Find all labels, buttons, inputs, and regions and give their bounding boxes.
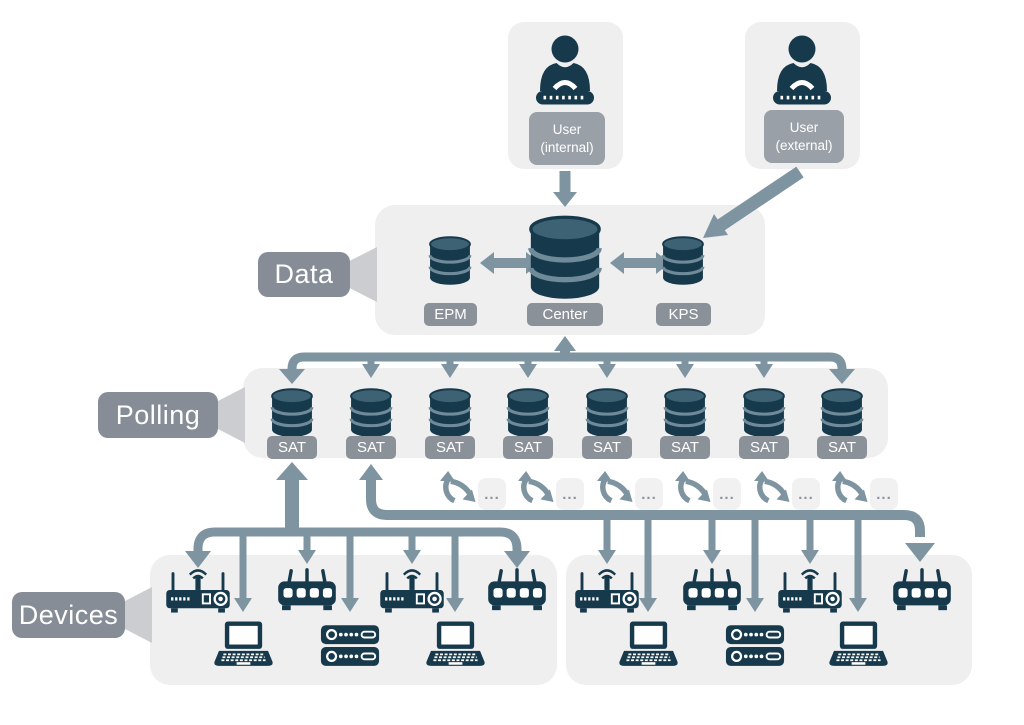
- user-external-label-line2: (external): [775, 137, 833, 153]
- devices-layer-tag: Devices: [12, 592, 125, 638]
- user-internal-label-line1: User: [552, 121, 582, 137]
- arrow-user-internal-to-data: [553, 171, 577, 207]
- wifi-router-icon: [776, 564, 844, 619]
- devices-layer-tag-label: Devices: [18, 599, 119, 630]
- user-at-desk-icon: [767, 30, 837, 113]
- sat-label: SAT: [267, 436, 317, 459]
- sat-database-icon: [269, 386, 315, 445]
- epm-database-icon: [427, 234, 473, 293]
- laptop-icon: [424, 620, 487, 676]
- wifi-router-icon: [164, 564, 232, 619]
- ellipsis-box: ...: [792, 478, 820, 510]
- laptop-icon: [212, 620, 275, 676]
- polling-layer-tag-label: Polling: [115, 399, 201, 430]
- switch-icon: [486, 566, 548, 619]
- sat-database-icon: [427, 386, 473, 445]
- user-external-label: User (external): [764, 110, 844, 163]
- polling-layer-panel: [243, 368, 888, 458]
- center-label: Center: [527, 303, 603, 326]
- sync-arrows-icon: [832, 471, 868, 512]
- sat-label: SAT: [346, 436, 396, 459]
- data-layer-tag-label: Data: [274, 259, 334, 289]
- sat-label: SAT: [425, 436, 475, 459]
- polling-tag-pointer: [217, 387, 245, 443]
- sat-label: SAT: [739, 436, 789, 459]
- laptop-icon: [617, 620, 680, 676]
- laptop-icon: [827, 620, 890, 676]
- sat-database-icon: [505, 386, 551, 445]
- sat-label: SAT: [660, 436, 710, 459]
- user-external-label-line1: User: [789, 119, 819, 135]
- center-database-icon: [523, 212, 607, 309]
- ellipsis-box: ...: [713, 478, 741, 510]
- user-at-desk-icon: [530, 30, 600, 113]
- sat-database-icon: [819, 386, 865, 445]
- user-internal-label-line2: (internal): [540, 139, 594, 155]
- sat-database-icon: [584, 386, 630, 445]
- switch-icon: [276, 566, 338, 619]
- epm-label: EPM: [424, 303, 477, 326]
- sync-arrows-icon: [675, 471, 711, 512]
- ellipsis-box: ...: [478, 478, 506, 510]
- wifi-router-icon: [378, 564, 446, 619]
- kps-label: KPS: [656, 303, 711, 326]
- arrow-devices-left-to-sat1: [276, 462, 308, 536]
- data-tag-pointer: [349, 247, 377, 302]
- server-icon: [724, 624, 786, 674]
- ellipsis-box: ...: [556, 478, 584, 510]
- wifi-router-icon: [573, 564, 641, 619]
- server-icon: [319, 624, 381, 674]
- kps-database-icon: [660, 234, 706, 293]
- data-layer-tag: Data: [258, 252, 350, 297]
- arrow-polling-to-center-up: [554, 336, 576, 357]
- user-internal-label: User (internal): [529, 112, 605, 165]
- ellipsis-box: ...: [870, 478, 898, 510]
- switch-icon: [891, 566, 953, 619]
- sat-database-icon: [741, 386, 787, 445]
- sync-arrows-icon: [597, 471, 633, 512]
- sync-arrows-icon: [518, 471, 554, 512]
- sat-database-icon: [662, 386, 708, 445]
- sync-arrows-icon: [440, 471, 476, 512]
- switch-icon: [681, 566, 743, 619]
- sync-arrows-icon: [754, 471, 790, 512]
- devices-tag-pointer: [124, 587, 152, 643]
- sat-label: SAT: [817, 436, 867, 459]
- ellipsis-box: ...: [635, 478, 663, 510]
- sat-database-icon: [348, 386, 394, 445]
- polling-layer-tag: Polling: [98, 392, 218, 438]
- sat-label: SAT: [582, 436, 632, 459]
- sat-label: SAT: [503, 436, 553, 459]
